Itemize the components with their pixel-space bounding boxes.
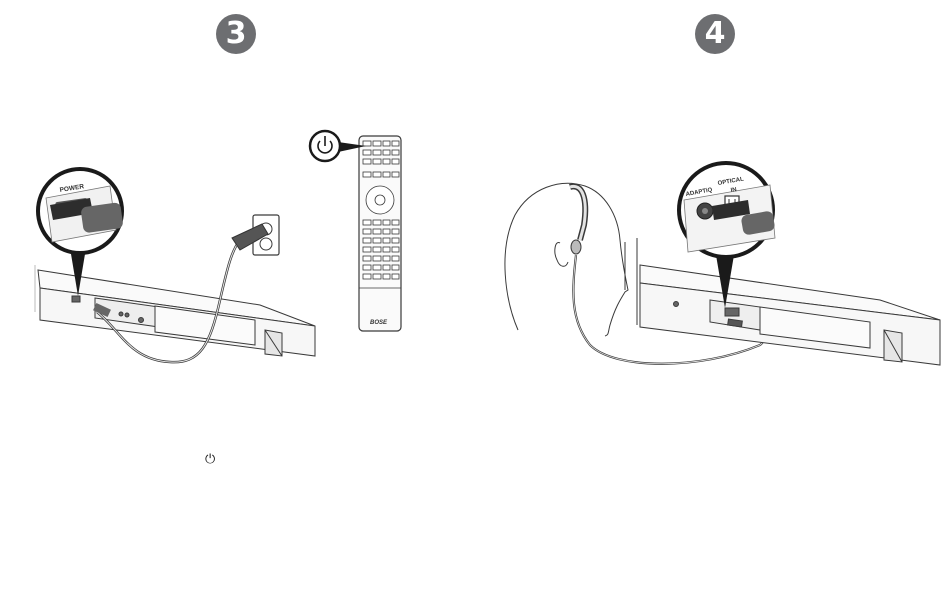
soundbar-right: [640, 265, 940, 365]
remote-power-callout: [310, 131, 366, 161]
power-port-callout: POWER: [38, 169, 124, 253]
optical-port-label-line2: IN: [730, 187, 737, 194]
remote-control: BOSE: [359, 136, 401, 331]
adaptiq-headset: [570, 186, 585, 254]
adaptiq-port-callout: ADAPTiQ OPTICAL IN: [679, 163, 775, 257]
power-symbol-icon: ⏻: [205, 452, 219, 468]
user-head: [505, 183, 637, 336]
wall-outlet: [232, 215, 279, 255]
remote-brand-logo: BOSE: [370, 320, 388, 326]
power-port-icon: [72, 296, 80, 302]
